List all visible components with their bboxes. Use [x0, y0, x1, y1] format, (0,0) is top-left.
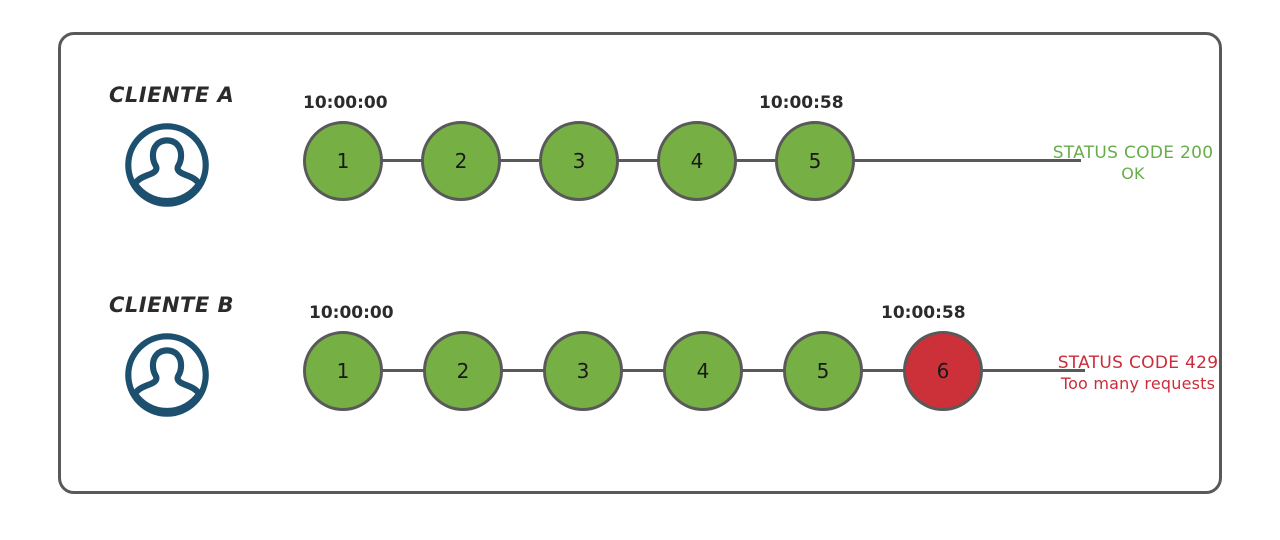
timestamp-b-start: 10:00:00 — [309, 303, 394, 323]
status-b-text: Too many requests — [1060, 374, 1216, 394]
client-b-label: CLIENTE B — [109, 293, 235, 317]
user-avatar-icon — [123, 331, 211, 419]
connector-a-3 — [617, 159, 659, 162]
connector-a-2 — [499, 159, 541, 162]
connector-b-3 — [621, 369, 665, 372]
request-node[interactable]: 5 — [783, 331, 863, 411]
request-node[interactable]: 5 — [775, 121, 855, 201]
status-badge-b: STATUS CODE 429 Too many requests — [1023, 353, 1253, 394]
user-avatar-icon — [123, 121, 211, 209]
connector-b-tail — [981, 369, 1085, 372]
timestamp-a-start: 10:00:00 — [303, 93, 388, 113]
request-node[interactable]: 3 — [539, 121, 619, 201]
request-node[interactable]: 1 — [303, 121, 383, 201]
diagram-panel: CLIENTE A 10:00:00 10:00:58 1 2 3 4 5 — [58, 32, 1222, 494]
connector-b-4 — [741, 369, 785, 372]
timestamp-a-end: 10:00:58 — [759, 93, 844, 113]
client-row-a: CLIENTE A 10:00:00 10:00:58 1 2 3 4 5 — [61, 75, 1219, 275]
status-a-code: STATUS CODE 200 — [1052, 143, 1214, 163]
client-row-b: CLIENTE B 10:00:00 10:00:58 1 2 3 4 — [61, 285, 1219, 485]
status-b-code: STATUS CODE 429 — [1057, 353, 1219, 373]
connector-a-tail — [853, 159, 1081, 162]
status-a-text: OK — [1121, 164, 1145, 184]
timestamp-b-end: 10:00:58 — [881, 303, 966, 323]
connector-b-1 — [381, 369, 425, 372]
request-node[interactable]: 2 — [421, 121, 501, 201]
request-node[interactable]: 1 — [303, 331, 383, 411]
connector-a-4 — [735, 159, 777, 162]
request-node-blocked[interactable]: 6 — [903, 331, 983, 411]
request-node[interactable]: 3 — [543, 331, 623, 411]
status-badge-a: STATUS CODE 200 OK — [1023, 143, 1243, 184]
request-node[interactable]: 2 — [423, 331, 503, 411]
request-node[interactable]: 4 — [663, 331, 743, 411]
connector-b-5 — [861, 369, 905, 372]
client-a-label: CLIENTE A — [109, 83, 235, 107]
connector-b-2 — [501, 369, 545, 372]
connector-a-1 — [381, 159, 423, 162]
request-node[interactable]: 4 — [657, 121, 737, 201]
